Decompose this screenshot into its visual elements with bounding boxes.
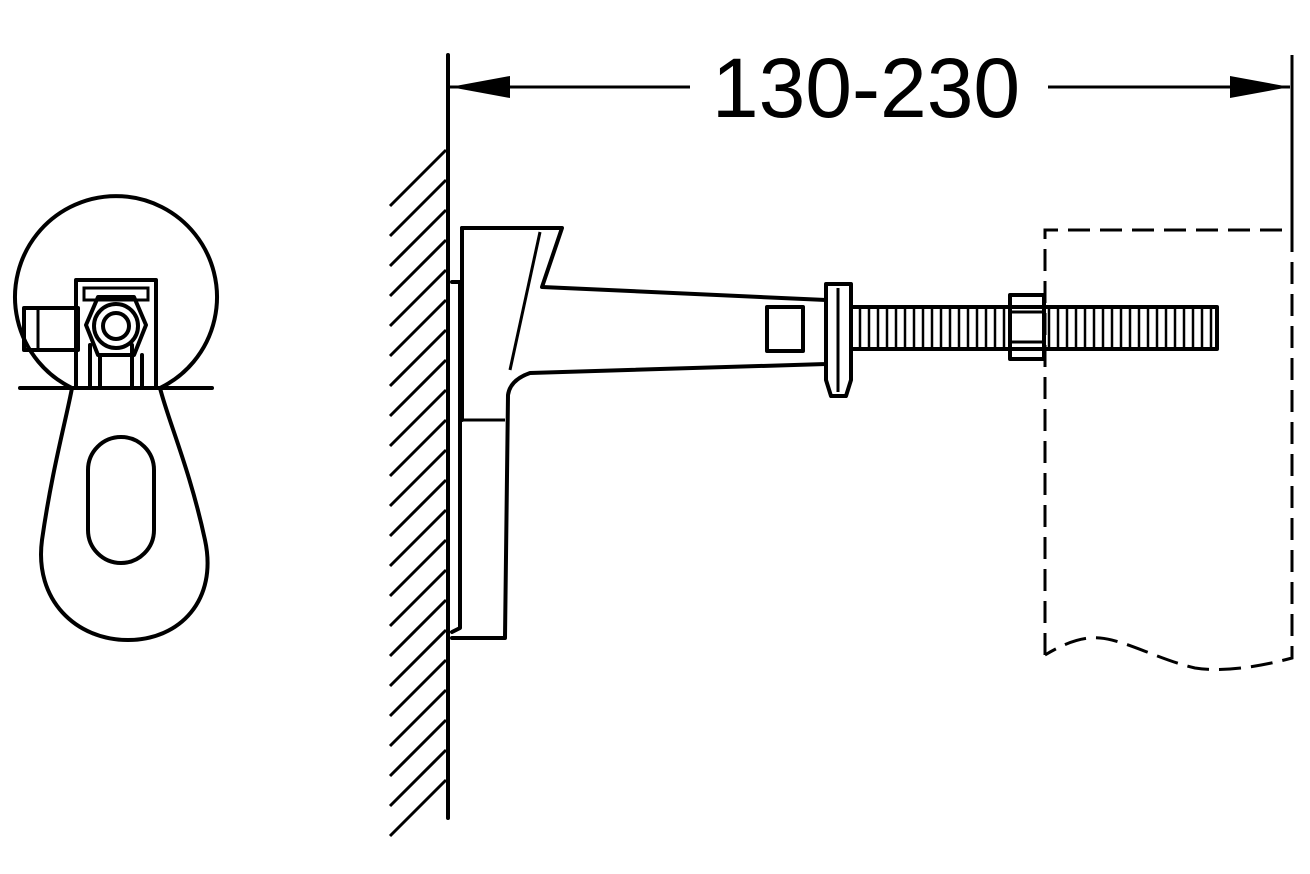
hatch-line [388,778,448,838]
hatch-line [388,508,448,568]
bracket-front-stub [22,306,80,352]
hatch-line [388,298,448,358]
hatch-line [388,538,448,598]
bracket-front-leg-right [130,343,144,390]
hatch-line [388,628,448,688]
ceramic-outline [1043,228,1294,671]
ceramic-dashed-outline [1043,228,1294,671]
bracket-front-slot [86,435,156,565]
bracket-side-view [450,226,1219,640]
bracket-body [450,226,828,640]
hatch-line [388,208,448,268]
hatch-line [388,658,448,718]
hatch-line [388,418,448,478]
bracket-front-nut [84,295,148,357]
hatch-line [388,268,448,328]
bracket-body-slope [508,231,542,371]
bracket-square-hole [765,305,805,353]
bracket-front-outline [13,194,219,642]
hatch-line [388,448,448,508]
dimension: 130-230 [450,41,1294,232]
bracket-front-bolt-outer [92,302,140,350]
hatch-line [388,748,448,808]
dimension-arrow-right [1230,76,1290,98]
wall [388,53,450,838]
hatch-line [388,718,448,778]
threaded-rod [849,305,1219,351]
bracket-front-clamp [74,278,158,390]
bracket-front-leg-left [88,343,102,390]
bracket-front-view [13,194,219,642]
hatch-line [388,238,448,298]
hatch-line [388,598,448,658]
hatch-line [388,328,448,388]
hatch-line [388,688,448,748]
bracket-front-clamp-inner [82,286,150,302]
hatch-line [388,388,448,448]
bracket-front-bolt-inner [101,311,131,341]
hatch-line [388,358,448,418]
hatch-line [388,178,448,238]
dimension-arrow-left [450,76,510,98]
wall-hatching [388,148,448,838]
hatch-line [388,568,448,628]
wall-plate [450,280,462,634]
rod-threads [858,309,1213,347]
bracket-clamp [824,282,853,398]
dimension-label: 130-230 [712,41,1020,135]
hatch-line [388,478,448,538]
hatch-line [388,148,448,208]
